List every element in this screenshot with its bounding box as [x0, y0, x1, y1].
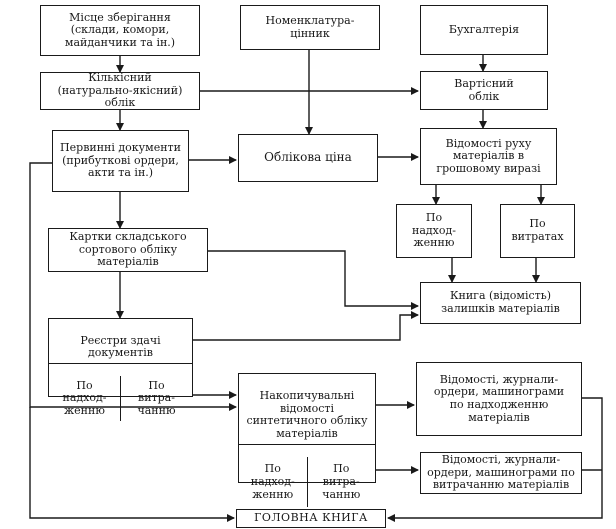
by-expense-box: По витратах	[500, 204, 575, 258]
nomenclature-price-list-box: Номенклатура- цінник	[240, 5, 380, 50]
cumulative-by-receipt: По надход- женню	[250, 462, 295, 501]
arrow-cards-to-book	[208, 250, 419, 310]
accounting-department-box: Бухгалтерія	[420, 5, 548, 55]
value-accounting-box: Вартісний облік	[420, 71, 548, 110]
document-registers-box: Реєстри здачі документів По надход- женн…	[48, 318, 193, 422]
accounting-price-box: Облікова ціна	[238, 134, 378, 182]
registers-by-expense: По витра- чанню	[120, 376, 192, 422]
primary-documents-box: Первинні документи (прибуткові ордери, а…	[52, 130, 189, 192]
arrow-journals-receipt-to-ledger	[387, 397, 603, 522]
warehouse-cards-box: Картки складського сортового обліку мате…	[48, 228, 208, 272]
cumulative-title: Накопичувальні відомості синтетичного об…	[239, 387, 375, 445]
arrow-registers-to-book	[193, 311, 419, 341]
material-movement-statements-box: Відомості руху матеріалів в грошовому ви…	[420, 128, 557, 185]
storage-location-box: Місце зберігання (склади, комори, майдан…	[40, 5, 200, 56]
registers-title: Реєстри здачі документів	[49, 332, 192, 364]
arrow-primary-to-cumulative	[29, 162, 237, 411]
registers-by-receipt: По надход- женню	[62, 378, 107, 418]
cumulative-by-expense: По витра- чанню	[306, 457, 376, 508]
journals-expense-box: Відомості, журнали- ордери, машинограми …	[420, 452, 582, 494]
by-receipt-box: По надход- женню	[396, 204, 472, 258]
general-ledger-box: ГОЛОВНА КНИГА	[236, 509, 386, 528]
material-balances-book-box: Книга (відомість) залишків матеріалів	[420, 282, 581, 324]
journals-receipt-box: Відомості, журнали- ордери, машинограми …	[416, 362, 582, 436]
arrow-left-trunk-to-ledger	[29, 407, 235, 522]
quantitative-accounting-box: Кількісний (натурально-якісний) облік	[40, 71, 200, 110]
cumulative-statements-box: Накопичувальні відомості синтетичного об…	[238, 373, 376, 508]
